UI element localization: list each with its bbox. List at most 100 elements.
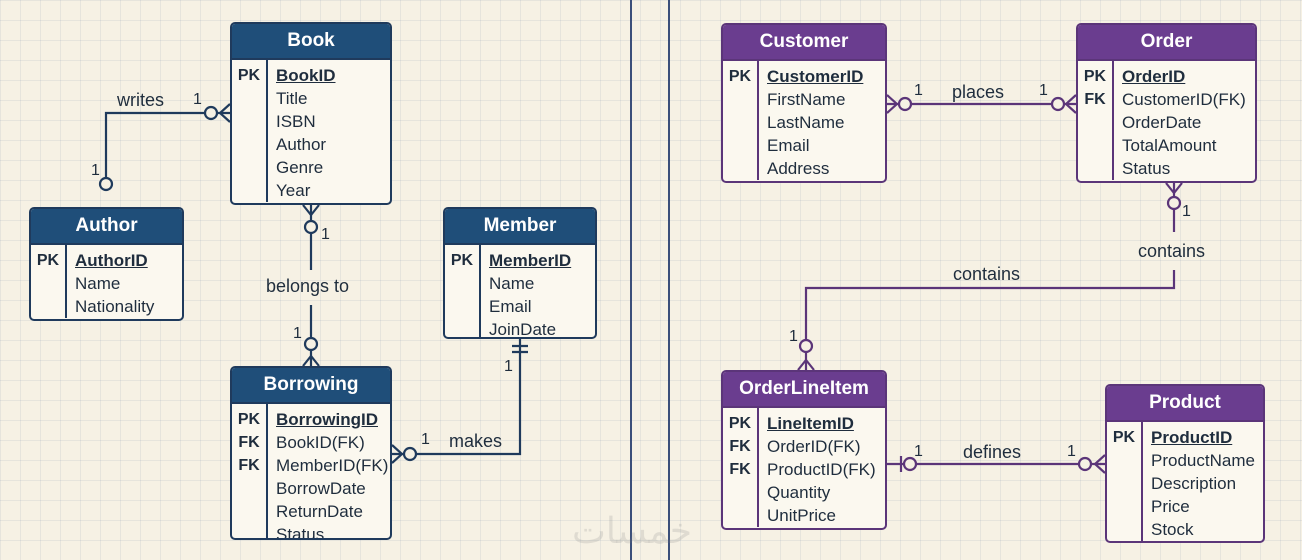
entity-title: Order — [1078, 25, 1255, 61]
key-marker: PK — [450, 252, 474, 269]
primary-key-attribute: LineItemID — [767, 414, 854, 433]
attribute: Price — [1151, 497, 1190, 516]
label-writes: writes — [117, 90, 165, 110]
attribute: Genre — [276, 158, 324, 177]
line-writes — [104, 111, 230, 180]
key-column: PK — [232, 60, 268, 202]
key-marker — [723, 157, 757, 180]
key-column: PK — [1107, 422, 1143, 541]
key-marker: PK — [237, 67, 261, 84]
key-marker: FK — [238, 434, 260, 451]
key-marker — [723, 111, 757, 134]
key-column: PK FK FK — [723, 408, 759, 527]
key-marker — [232, 156, 266, 179]
attribute-column: LineItemID OrderID(FK) ProductID(FK) Quanti… — [759, 408, 876, 527]
card-writes-book: 1 — [193, 91, 202, 108]
primary-key-attribute: BookID — [276, 66, 336, 85]
key-marker — [232, 87, 266, 110]
entity-title: Borrowing — [232, 368, 390, 404]
entity-title: Book — [232, 24, 390, 60]
key-marker: PK — [1112, 429, 1136, 446]
divider-left — [630, 0, 632, 560]
attribute: Status — [276, 525, 325, 540]
key-marker — [1107, 449, 1141, 472]
key-column: PK FK FK — [232, 404, 268, 538]
entity-title: Customer — [723, 25, 885, 61]
key-marker — [1107, 518, 1141, 541]
key-marker — [31, 295, 65, 318]
card-places-customer: 1 — [914, 82, 923, 99]
key-marker — [723, 134, 757, 157]
attribute: ISBN — [276, 112, 316, 131]
entity-title: Member — [445, 209, 595, 245]
entity-title: Product — [1107, 386, 1263, 422]
key-marker — [1078, 157, 1112, 180]
attribute: Email — [489, 297, 532, 316]
attribute: Email — [767, 136, 810, 155]
key-marker: FK — [729, 438, 751, 455]
card-contains-line: 1 — [789, 328, 798, 345]
attribute: Nationality — [75, 297, 155, 316]
attribute: ReturnDate — [276, 502, 363, 521]
key-marker — [232, 477, 266, 500]
key-marker — [1107, 472, 1141, 495]
key-marker — [723, 88, 757, 111]
attribute: Author — [276, 135, 327, 154]
key-marker: FK — [238, 457, 260, 474]
label-makes: makes — [449, 431, 503, 451]
attribute: ProductID(FK) — [767, 460, 876, 479]
key-marker: PK — [1083, 68, 1107, 85]
attribute: Quantity — [767, 483, 831, 502]
key-marker: PK — [728, 415, 752, 432]
primary-key-attribute: BorrowingID — [276, 410, 378, 429]
key-column: PK — [31, 245, 67, 318]
attribute: JoinDate — [489, 320, 557, 339]
card-belongs-borrowing: 1 — [293, 325, 302, 342]
entity-title: Author — [31, 209, 182, 245]
attribute: BookID(FK) — [276, 433, 365, 452]
label-contains-line: contains — [953, 264, 1021, 284]
attribute: Name — [489, 274, 535, 293]
attribute: ProductName — [1151, 451, 1255, 470]
attribute: Stock — [1151, 520, 1194, 539]
primary-key-attribute: MemberID — [489, 251, 572, 270]
key-marker — [232, 500, 266, 523]
card-defines-line: 1 — [914, 443, 923, 460]
primary-key-attribute: OrderID — [1122, 67, 1186, 86]
attribute: OrderDate — [1122, 113, 1202, 132]
attribute: Description — [1151, 474, 1237, 493]
key-marker: PK — [728, 68, 752, 85]
key-column: PK — [445, 245, 481, 337]
primary-key-attribute: CustomerID — [767, 67, 864, 86]
key-marker — [445, 295, 479, 318]
attribute: LastName — [767, 113, 845, 132]
key-marker: FK — [729, 461, 751, 478]
key-column: PK — [723, 61, 759, 180]
label-places: places — [952, 82, 1005, 102]
attribute: OrderID(FK) — [767, 437, 861, 456]
divider-right — [668, 0, 670, 560]
card-contains-order: 1 — [1182, 203, 1191, 220]
key-marker — [232, 523, 266, 538]
card-writes-author: 1 — [91, 162, 100, 179]
attribute: UnitPrice — [767, 506, 836, 525]
key-marker — [1078, 134, 1112, 157]
key-marker — [445, 272, 479, 295]
key-marker: PK — [237, 411, 261, 428]
key-marker — [723, 481, 757, 504]
attribute: Status — [1122, 159, 1171, 178]
